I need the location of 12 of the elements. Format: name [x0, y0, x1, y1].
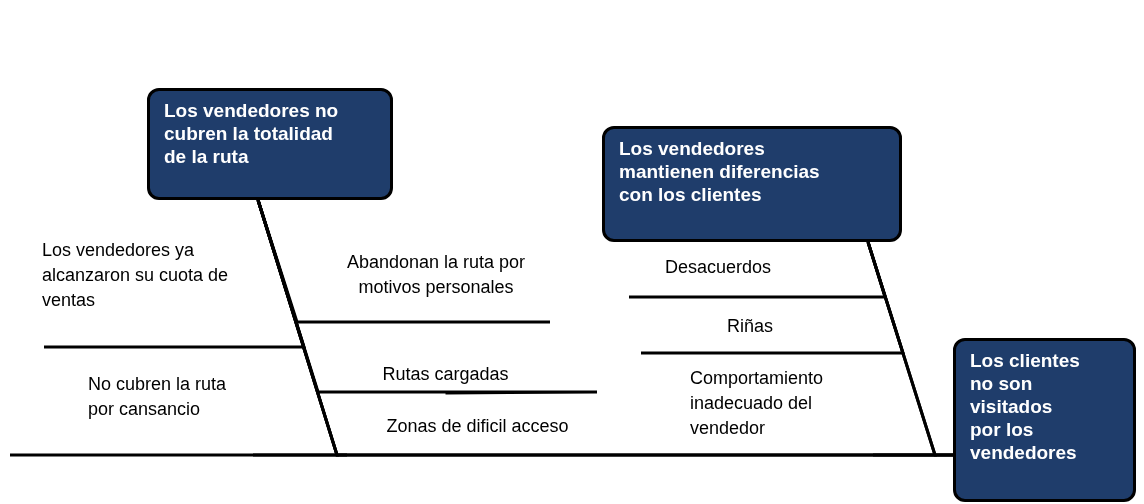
cause-label: No cubren la ruta por cansancio: [80, 372, 255, 455]
cause-label: Abandonan la ruta por motivos personales: [320, 250, 552, 322]
cause-label: Los vendedores ya alcanzaron su cuota de ventas: [42, 238, 242, 347]
cause-label: Rutas cargadas: [358, 362, 533, 393]
effect-box: Los clientes no son visitados por los vendedores: [953, 338, 1136, 502]
cause-label: Comportamiento inadecuado del vendedor: [690, 366, 875, 455]
cause-category-box: Los vendedores no cubren la totalidad de la ruta: [147, 88, 393, 200]
cause-label: Desacuerdos: [627, 255, 857, 297]
cause-label: Riñas: [700, 314, 800, 353]
spine-line: [10, 453, 953, 457]
cause-label: Zonas de dificil acceso: [345, 414, 610, 455]
cause-category-box: Los vendedores mantienen diferencias con los clientes: [602, 126, 902, 242]
